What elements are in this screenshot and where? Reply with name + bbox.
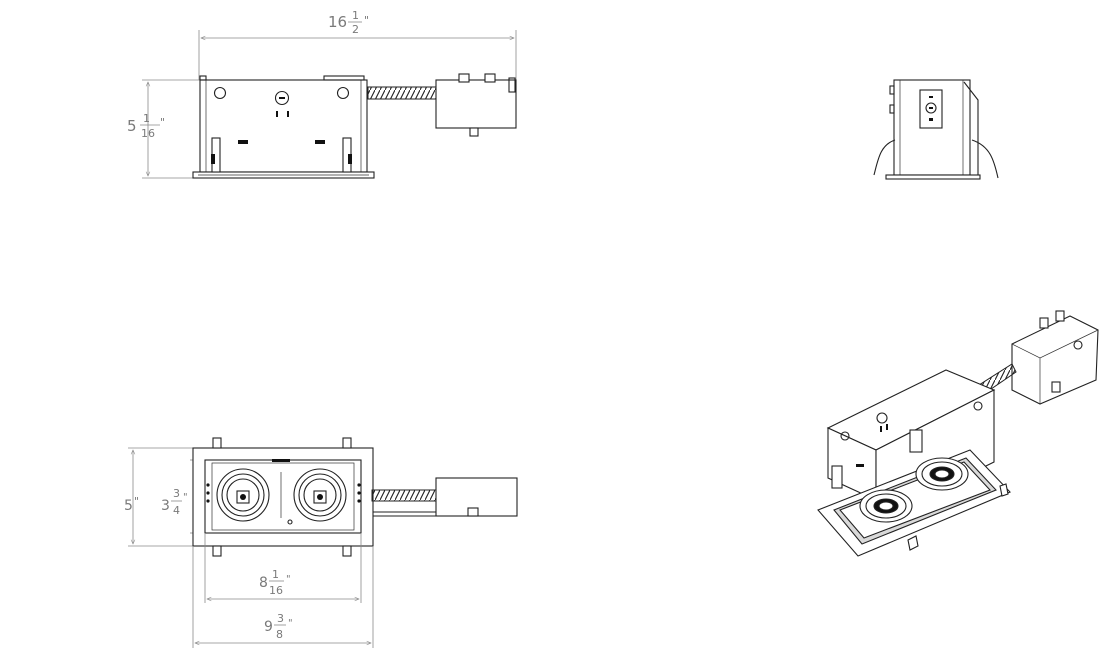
dim-aperture-width-unit: ": [286, 574, 291, 585]
isometric-view: [817, 310, 1099, 557]
dim-side-height-den: 16: [141, 127, 155, 140]
dim-plan-height-unit: ": [134, 495, 139, 508]
plan-view: 5 " 3 3 4 ": [124, 437, 518, 648]
dim-width-unit: ": [364, 14, 369, 27]
dim-aperture-height-num: 3: [173, 487, 180, 500]
dim-aperture-height-whole: 3: [161, 498, 170, 514]
dim-trim-width-den: 8: [276, 628, 283, 641]
dim-trim-width-num: 3: [277, 612, 284, 625]
dimension-plan-height: 5 ": [124, 447, 193, 547]
end-view: [873, 79, 999, 180]
dim-aperture-width-whole: 8: [259, 575, 268, 591]
dim-width-whole: 16: [328, 13, 347, 31]
dim-side-height-num: 1: [143, 112, 150, 125]
dim-aperture-width-num: 1: [272, 568, 279, 581]
dim-width-den: 2: [352, 23, 359, 36]
dim-trim-width-unit: ": [288, 618, 293, 629]
dimension-overall-width: 16 1 2 ": [198, 9, 517, 88]
dimension-aperture-width: 8 1 16 ": [204, 533, 362, 603]
dim-trim-width-whole: 9: [264, 619, 273, 635]
dim-side-height-unit: ": [160, 116, 165, 129]
dim-width-num: 1: [352, 9, 359, 22]
dim-aperture-width-den: 16: [269, 584, 283, 597]
dim-side-height-whole: 5: [127, 117, 137, 135]
dim-aperture-height-den: 4: [173, 504, 180, 517]
dimension-trim-width: 9 3 8 ": [192, 546, 374, 648]
side-view: 16 1 2 " 5 1 16 ": [127, 9, 517, 179]
dimension-side-height: 5 1 16 ": [127, 79, 200, 179]
dim-plan-height-whole: 5: [124, 498, 133, 514]
dim-aperture-height-unit: ": [183, 492, 188, 503]
